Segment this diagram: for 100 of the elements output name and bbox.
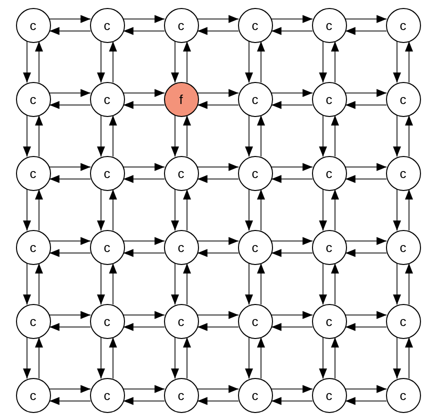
- arrow: [345, 175, 387, 183]
- arrow: [35, 263, 43, 305]
- arrow: [197, 311, 239, 319]
- node-circle: [16, 230, 50, 264]
- node-circle: [312, 378, 346, 412]
- arrow: [319, 337, 327, 379]
- arrow: [35, 41, 43, 83]
- arrow: [123, 175, 165, 183]
- node-label: c: [30, 240, 36, 254]
- arrow: [49, 323, 91, 331]
- arrow: [271, 89, 313, 97]
- node-label: c: [30, 166, 36, 180]
- arrow: [257, 115, 265, 157]
- arrow: [331, 115, 339, 157]
- arrow: [345, 163, 387, 171]
- arrow: [245, 189, 253, 231]
- node-label: c: [178, 166, 184, 180]
- arrow: [345, 397, 387, 405]
- node-label: c: [30, 18, 36, 32]
- arrow: [245, 263, 253, 305]
- arrow: [345, 101, 387, 109]
- node-label: c: [252, 92, 258, 106]
- node-circle: [90, 378, 124, 412]
- arrow: [345, 311, 387, 319]
- arrow: [49, 311, 91, 319]
- arrow: [49, 27, 91, 35]
- arrow: [197, 15, 239, 23]
- arrow: [197, 323, 239, 331]
- node-circle: [238, 230, 272, 264]
- arrow: [245, 115, 253, 157]
- arrow: [49, 237, 91, 245]
- arrow: [109, 115, 117, 157]
- node-circle: [16, 156, 50, 190]
- arrow: [109, 189, 117, 231]
- node-circle: [16, 304, 50, 338]
- arrow: [345, 15, 387, 23]
- arrow: [171, 115, 179, 157]
- arrow: [97, 263, 105, 305]
- node-circle: [90, 156, 124, 190]
- node-label: c: [326, 18, 332, 32]
- node-circle: [386, 82, 420, 116]
- node-circle: [164, 8, 198, 42]
- arrow: [393, 189, 401, 231]
- node-circle: [386, 304, 420, 338]
- node-label: c: [326, 240, 332, 254]
- node-label: c: [326, 166, 332, 180]
- arrow: [23, 263, 31, 305]
- arrow: [345, 27, 387, 35]
- node-circle: [164, 230, 198, 264]
- node-label: c: [252, 388, 258, 402]
- node-circle: [238, 304, 272, 338]
- arrow: [271, 397, 313, 405]
- node-label: c: [252, 240, 258, 254]
- node-circle: [238, 378, 272, 412]
- node-label: c: [400, 18, 406, 32]
- node-circle: [16, 82, 50, 116]
- node-circle: [312, 304, 346, 338]
- arrow: [171, 41, 179, 83]
- node-circle: [386, 378, 420, 412]
- node-label: c: [400, 166, 406, 180]
- arrow: [123, 323, 165, 331]
- arrow: [245, 337, 253, 379]
- arrow: [109, 263, 117, 305]
- arrow: [35, 189, 43, 231]
- arrow: [393, 337, 401, 379]
- arrow: [171, 189, 179, 231]
- arrow: [345, 249, 387, 257]
- arrow: [123, 249, 165, 257]
- arrow: [331, 41, 339, 83]
- arrow: [197, 175, 239, 183]
- arrow: [97, 189, 105, 231]
- node-circle: [16, 8, 50, 42]
- node-label: c: [178, 388, 184, 402]
- arrow: [97, 337, 105, 379]
- arrow: [405, 337, 413, 379]
- node-label: c: [252, 314, 258, 328]
- node-circle: [238, 82, 272, 116]
- arrow: [23, 337, 31, 379]
- node-label: c: [252, 166, 258, 180]
- node-label: c: [400, 314, 406, 328]
- arrow: [271, 323, 313, 331]
- arrow: [49, 89, 91, 97]
- arrow: [405, 189, 413, 231]
- arrow: [393, 115, 401, 157]
- node-circle: [312, 230, 346, 264]
- arrow: [393, 41, 401, 83]
- node-label: c: [400, 388, 406, 402]
- node-label: c: [178, 240, 184, 254]
- arrow: [271, 249, 313, 257]
- node-circle: [238, 8, 272, 42]
- arrow: [197, 101, 239, 109]
- arrow: [319, 41, 327, 83]
- arrow: [197, 397, 239, 405]
- arrow: [271, 15, 313, 23]
- node-label: c: [104, 388, 110, 402]
- arrow: [197, 89, 239, 97]
- node-label: c: [104, 240, 110, 254]
- arrow: [271, 385, 313, 393]
- arrow: [123, 27, 165, 35]
- node-circle: [386, 230, 420, 264]
